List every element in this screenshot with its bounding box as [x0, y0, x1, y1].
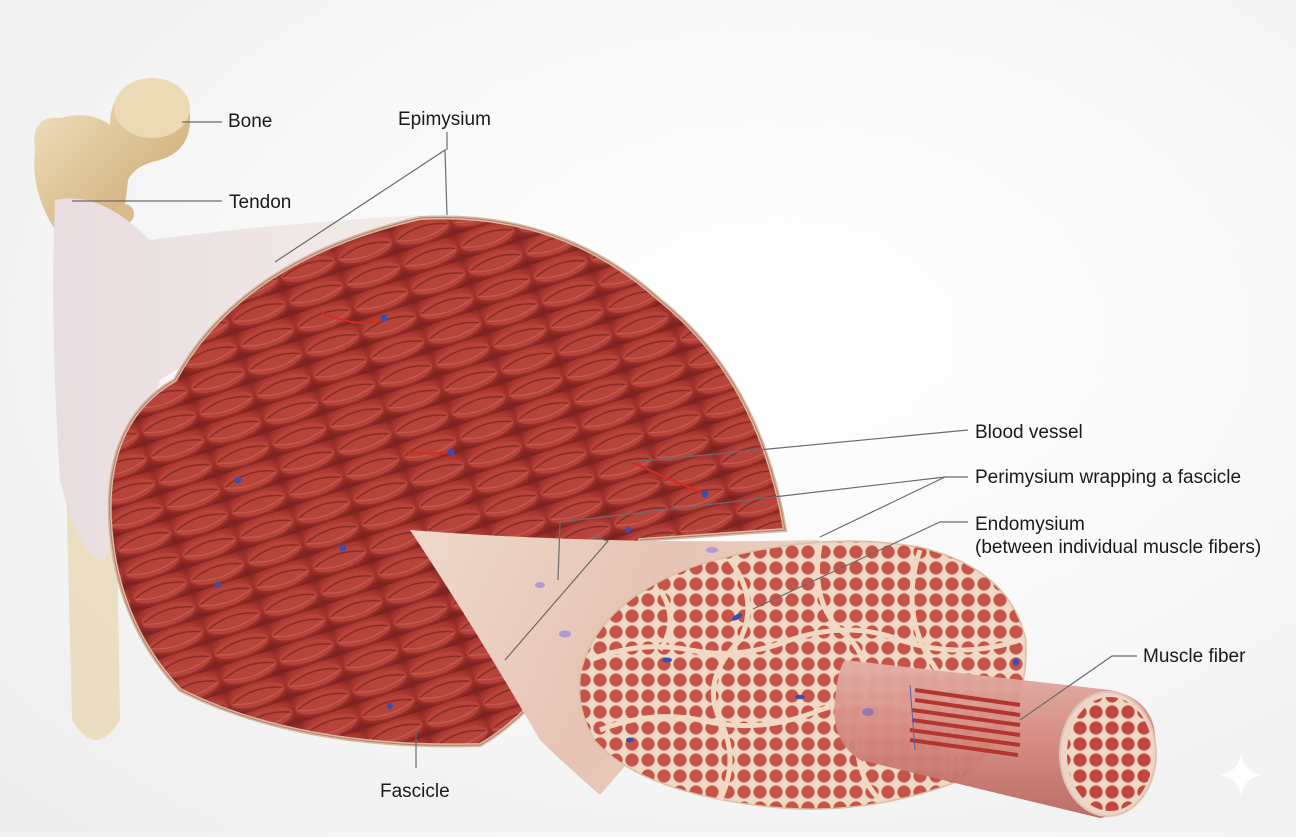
label-perimysium: Perimysium wrapping a fascicle: [975, 467, 1242, 488]
label-tendon: Tendon: [229, 192, 292, 213]
label-bone: Bone: [228, 111, 273, 132]
leader-lines: [72, 121, 1137, 768]
label-endomysium-title: Endomysium: [975, 514, 1085, 535]
perimysium-leader-line-2: [819, 476, 946, 538]
muscle-fiber-leader-line: [1019, 655, 1137, 721]
perimysium-leader-line-1: [557, 476, 968, 581]
epimysium-leader-line: [274, 148, 448, 263]
sparkle-icon: [1220, 754, 1262, 796]
tendon-illustration: [53, 198, 420, 561]
label-fascicle: Fascicle: [380, 781, 450, 802]
label-muscle-fiber: Muscle fiber: [1143, 646, 1246, 667]
label-endomysium-note: (between individual muscle fibers): [975, 537, 1262, 558]
muscle-fiber-illustration: [834, 660, 1157, 818]
perimysium-leader-line-3: [504, 534, 610, 661]
label-blood-vessel: Blood vessel: [975, 422, 1083, 443]
label-endomysium: Endomysium (between individual muscle fi…: [975, 513, 1261, 559]
label-epimysium: Epimysium: [398, 109, 491, 130]
endomysium-leader-line: [752, 521, 968, 610]
muscle-belly-illustration: [107, 215, 788, 748]
blood-vessel-leader-line: [631, 429, 969, 463]
